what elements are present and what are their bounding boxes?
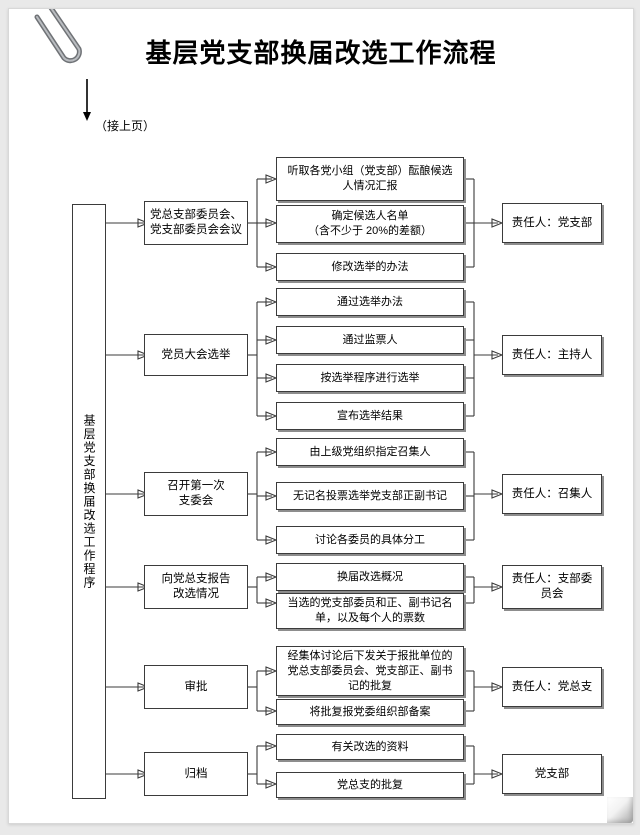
detail-label: 由上级党组织指定召集人 (309, 445, 431, 458)
detail-label: 修改选举的办法 (331, 260, 409, 273)
detail-label: 按选举程序进行选举 (320, 371, 420, 384)
stage-label: 向党总支报告改选情况 (161, 573, 231, 600)
stage-box-6[interactable]: 归档 (144, 752, 248, 796)
responsible-label: 责任人：支部委员会 (511, 573, 593, 600)
responsible-box-3[interactable]: 责任人：召集人 (502, 474, 602, 514)
responsible-label: 责任人：党支部 (511, 216, 593, 229)
stage-box-4[interactable]: 向党总支报告改选情况 (144, 565, 248, 609)
detail-label: 听取各党小组（党支部）酝酿候选人情况汇报 (287, 165, 453, 192)
responsible-box-2[interactable]: 责任人：主持人 (502, 335, 602, 375)
stage-box-2[interactable]: 党员大会选举 (144, 334, 248, 376)
detail-box-4-2[interactable]: 当选的党支部委员和正、副书记名单，以及每个人的票数 (276, 593, 464, 629)
stage-label: 审批 (184, 680, 208, 693)
stage-label: 党员大会选举 (161, 348, 231, 361)
process-spine: 基层党支部换届改选工作程序 (72, 204, 106, 799)
detail-label: 党总支的批复 (337, 778, 403, 791)
detail-label: 经集体讨论后下发关于报批单位的党总支部委员会、党支部正、副书记的批复 (287, 649, 453, 692)
responsible-label: 党支部 (534, 767, 570, 780)
paperclip-icon (34, 9, 82, 64)
detail-box-3-2[interactable]: 无记名投票选举党支部正副书记 (276, 482, 464, 510)
detail-box-6-2[interactable]: 党总支的批复 (276, 772, 464, 798)
detail-box-2-3[interactable]: 按选举程序进行选举 (276, 364, 464, 392)
detail-box-2-4[interactable]: 宣布选举结果 (276, 402, 464, 430)
stage-box-1[interactable]: 党总支部委员会、党支部委员会会议 (144, 201, 248, 245)
detail-label: 有关改选的资料 (331, 740, 409, 753)
detail-box-5-1[interactable]: 经集体讨论后下发关于报批单位的党总支部委员会、党支部正、副书记的批复 (276, 646, 464, 696)
detail-label: 确定候选人名单（含不少于 20%的差额） (307, 210, 433, 237)
detail-box-3-3[interactable]: 讨论各委员的具体分工 (276, 526, 464, 554)
responsible-label: 责任人：召集人 (511, 487, 593, 500)
continuation-arrow-icon (83, 79, 91, 121)
flowchart-page: 基层党支部换届改选工作流程 （接上页） (8, 8, 634, 824)
responsible-box-5[interactable]: 责任人：党总支 (502, 667, 602, 707)
detail-box-3-1[interactable]: 由上级党组织指定召集人 (276, 438, 464, 466)
detail-box-1-1[interactable]: 听取各党小组（党支部）酝酿候选人情况汇报 (276, 157, 464, 201)
detail-box-1-3[interactable]: 修改选举的办法 (276, 253, 464, 281)
detail-box-4-1[interactable]: 换届改选概况 (276, 563, 464, 591)
continuation-label: （接上页） (95, 119, 156, 133)
detail-box-5-2[interactable]: 将批复报党委组织部备案 (276, 699, 464, 725)
detail-box-1-2[interactable]: 确定候选人名单（含不少于 20%的差额） (276, 205, 464, 243)
stage-label: 党总支部委员会、党支部委员会会议 (150, 209, 242, 236)
detail-box-2-1[interactable]: 通过选举办法 (276, 288, 464, 316)
process-spine-label: 基层党支部换届改选工作程序 (82, 413, 96, 590)
responsible-box-1[interactable]: 责任人：党支部 (502, 203, 602, 243)
detail-label: 当选的党支部委员和正、副书记名单，以及每个人的票数 (287, 597, 453, 624)
detail-label: 将批复报党委组织部备案 (309, 705, 431, 718)
responsible-label: 责任人：党总支 (511, 680, 593, 693)
responsible-box-6[interactable]: 党支部 (502, 754, 602, 794)
stage-label: 召开第一次支委会 (167, 480, 225, 507)
detail-label: 无记名投票选举党支部正副书记 (293, 489, 447, 502)
detail-label: 通过监票人 (342, 333, 398, 346)
detail-label: 宣布选举结果 (337, 409, 403, 422)
detail-label: 通过选举办法 (337, 295, 403, 308)
page-corner-curl (607, 797, 633, 823)
responsible-label: 责任人：主持人 (511, 348, 593, 361)
detail-box-2-2[interactable]: 通过监票人 (276, 326, 464, 354)
detail-label: 换届改选概况 (337, 570, 403, 583)
stage-box-3[interactable]: 召开第一次支委会 (144, 472, 248, 516)
detail-label: 讨论各委员的具体分工 (315, 533, 425, 546)
page-title: 基层党支部换届改选工作流程 (145, 39, 497, 69)
responsible-box-4[interactable]: 责任人：支部委员会 (502, 565, 602, 609)
detail-box-6-1[interactable]: 有关改选的资料 (276, 734, 464, 760)
stage-box-5[interactable]: 审批 (144, 665, 248, 709)
stage-label: 归档 (184, 767, 208, 780)
